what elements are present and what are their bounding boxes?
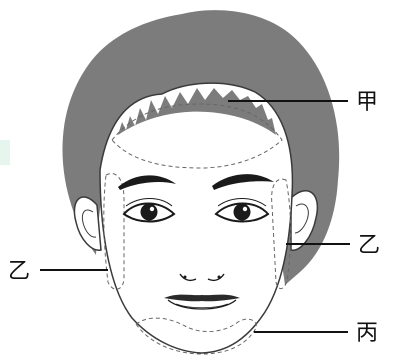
label-top: 甲 (356, 90, 378, 115)
label-chin: 丙 (356, 321, 378, 346)
label-left-side: 乙 (8, 259, 30, 284)
left-ear (74, 197, 101, 250)
label-right-side: 乙 (358, 233, 380, 258)
left-edge-tint (0, 140, 10, 165)
